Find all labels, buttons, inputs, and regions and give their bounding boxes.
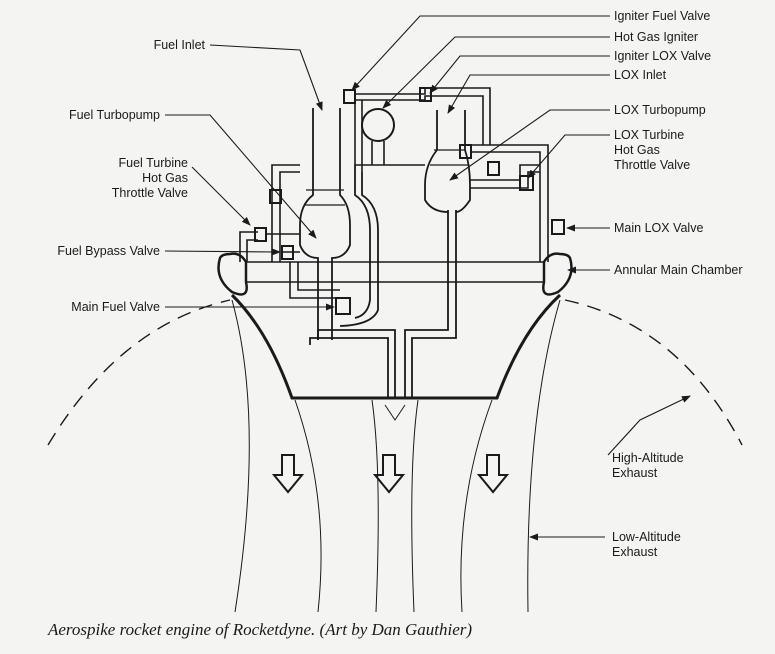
label-main-fuel-valve: Main Fuel Valve [71,300,160,314]
fuel-turbopump [299,108,351,340]
label-low-altitude-2: Exhaust [612,545,658,559]
fuel-bypass-valve [281,245,294,260]
igniter-lox-valve [419,87,432,102]
valves [254,87,565,315]
label-lox-turbopump: LOX Turbopump [614,103,706,117]
main-fuel-valve [335,297,351,315]
annular-main-chamber [217,252,573,296]
fuel-turbine-throttle-valve [254,227,267,242]
main-lox-valve [551,219,565,235]
label-lox-turbine-1: LOX Turbine [614,128,684,142]
label-high-altitude-1: High-Altitude [612,451,684,465]
lox-throttle-valve-2 [519,175,534,191]
lox-turbine-throttle-valve [487,161,500,176]
label-lox-inlet: LOX Inlet [614,68,667,82]
label-lox-turbine-3: Throttle Valve [614,158,690,172]
leader-lines [164,15,691,541]
lox-turbopump [424,110,471,213]
label-fuel-turbine-2: Hot Gas [142,171,188,185]
lox-junction-valve [459,144,472,159]
low-altitude-exhaust-lines [231,299,561,613]
label-lox-turbine-2: Hot Gas [614,143,660,157]
label-igniter-fuel-valve: Igniter Fuel Valve [614,9,710,23]
right-labels: Igniter Fuel Valve Hot Gas Igniter Ignit… [612,9,743,559]
label-fuel-bypass-valve: Fuel Bypass Valve [57,244,160,258]
label-high-altitude-2: Exhaust [612,466,658,480]
feed-pipes [309,165,457,398]
manifold-lines [239,144,549,299]
label-fuel-turbopump: Fuel Turbopump [69,108,160,122]
label-fuel-turbine-3: Throttle Valve [112,186,188,200]
label-annular-main-chamber: Annular Main Chamber [614,263,743,277]
exhaust-arrows [271,454,510,494]
aerospike-nozzle [230,293,562,400]
igniter-fuel-valve [343,89,356,104]
label-fuel-inlet: Fuel Inlet [154,38,206,52]
left-labels: Fuel Inlet Fuel Turbopump Fuel Turbine H… [57,38,205,314]
high-altitude-exhaust-curve [47,299,743,446]
fuel-junction-valve [269,189,282,204]
label-fuel-turbine-1: Fuel Turbine [119,156,189,170]
label-main-lox-valve: Main LOX Valve [614,221,703,235]
label-low-altitude-1: Low-Altitude [612,530,681,544]
figure-caption: Aerospike rocket engine of Rocketdyne. (… [48,620,473,639]
label-hot-gas-igniter: Hot Gas Igniter [614,30,698,44]
label-igniter-lox-valve: Igniter LOX Valve [614,49,711,63]
